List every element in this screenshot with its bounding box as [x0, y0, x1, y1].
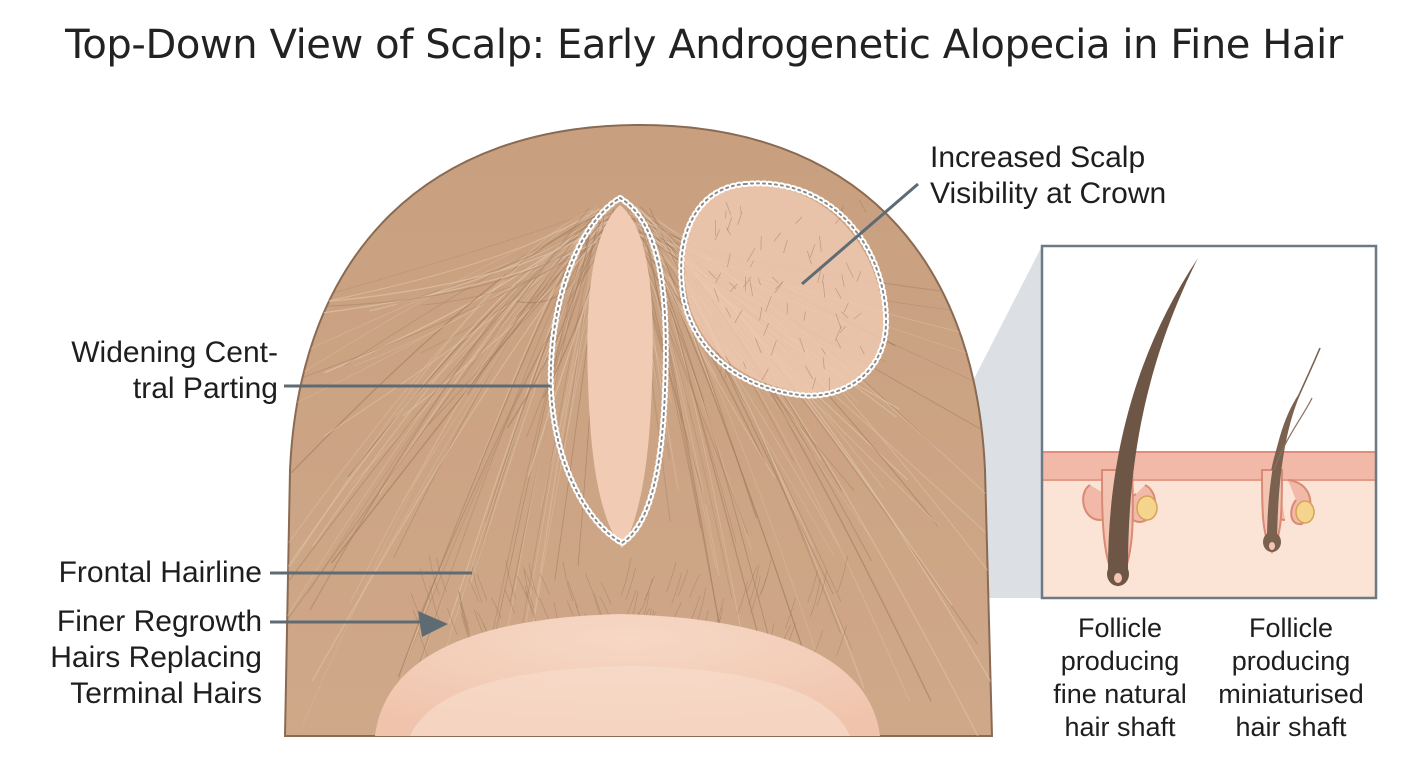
natural-hair-shaft: [1108, 258, 1198, 570]
leader-lines: [270, 182, 919, 637]
miniaturised-hair-shaft: [1267, 390, 1302, 542]
head-hair: [283, 123, 994, 737]
crown-label: Increased Scalp Visibility at Crown: [930, 141, 1167, 210]
caption-miniaturised-follicle: Follicle producing miniaturised hair sha…: [1218, 613, 1364, 742]
page-title: Top-Down View of Scalp: Early Androgenet…: [65, 22, 1343, 68]
central-parting: [587, 205, 653, 548]
inset-border: [1040, 244, 1378, 600]
hairline-label: Frontal Hairline: [58, 556, 262, 589]
follicle-inset: [1040, 244, 1378, 600]
regrowth-label: Finer Regrowth Hairs Replacing Terminal …: [50, 605, 262, 710]
leader-crown: [801, 182, 919, 286]
crown-patch: [684, 185, 885, 393]
regrowth-arrowhead: [418, 611, 448, 637]
caption-natural-follicle: Follicle producing fine natural hair sha…: [1053, 613, 1187, 742]
parting-label: Widening Cent- tral Parting: [71, 336, 278, 405]
